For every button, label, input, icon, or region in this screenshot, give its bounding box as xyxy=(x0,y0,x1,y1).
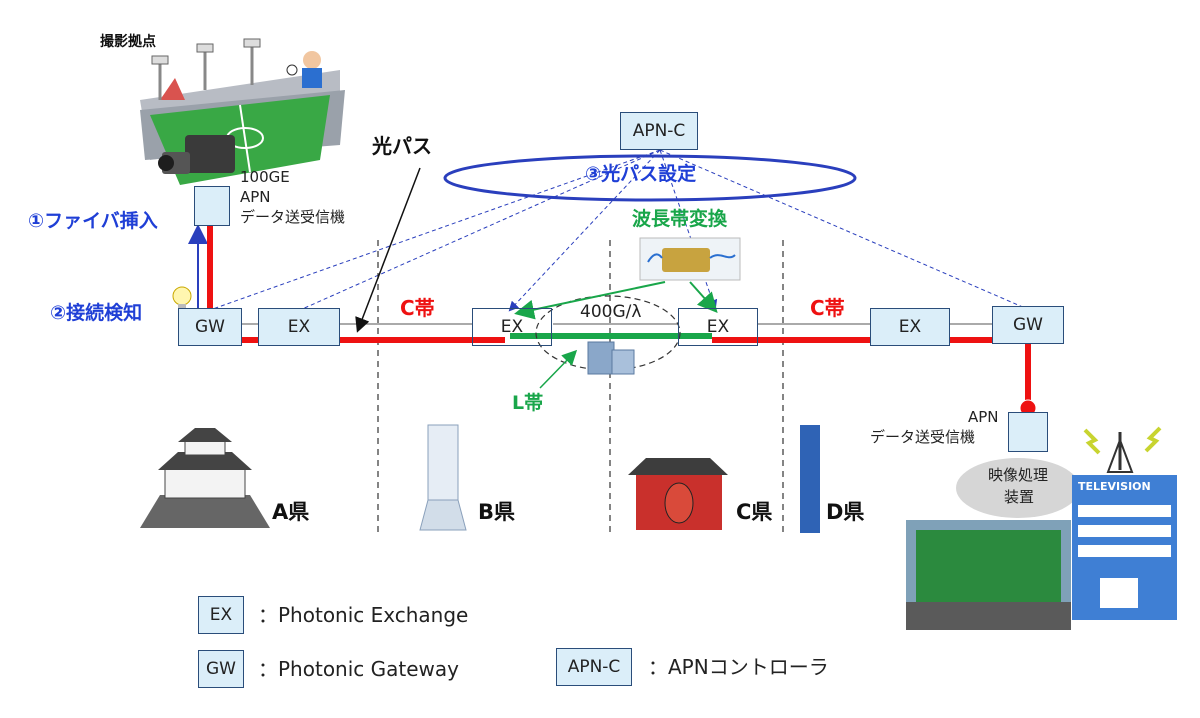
dest-label-1: APN xyxy=(968,408,999,426)
c-band-label-right: C帯 xyxy=(810,296,845,320)
apn-c-box: APN-C xyxy=(620,112,698,150)
optical-path-arrow xyxy=(355,167,421,333)
prefecture-b: B県 xyxy=(478,500,516,524)
legend-gw-box: GW xyxy=(198,650,244,688)
tall-building-icon xyxy=(800,425,820,533)
legend-ex-box: EX xyxy=(198,596,244,634)
source-label-3: データ送受信機 xyxy=(240,208,346,226)
control-dashed-lines xyxy=(209,149,1026,312)
source-label-2: APN xyxy=(240,188,271,206)
legend-gw-text: ：Photonic Gateway xyxy=(258,657,459,681)
prefecture-borders xyxy=(377,240,784,535)
wavelength-label: 400G/λ xyxy=(580,302,642,322)
fiber-insert-label: ①ファイバ挿入 xyxy=(28,210,158,232)
band-arrow-left xyxy=(514,281,666,320)
prefecture-a: A県 xyxy=(272,500,310,524)
video-processing-label-2: 装置 xyxy=(1004,488,1035,506)
c-band-label-left: C帯 xyxy=(400,296,435,320)
legend-ex-text: ：Photonic Exchange xyxy=(258,603,469,627)
ex-box-1: EX xyxy=(258,308,340,346)
dest-label-2: データ送受信機 xyxy=(870,428,976,446)
band-arrow-right xyxy=(689,281,718,313)
stadium-illustration xyxy=(140,38,345,185)
temple-gate-icon xyxy=(628,458,728,530)
source-label-1: 100GE xyxy=(240,168,290,186)
band-converter-device xyxy=(639,237,741,281)
lightbulb-icon xyxy=(172,286,192,310)
castle-icon xyxy=(140,428,270,528)
source-transceiver-box xyxy=(194,186,230,226)
office-building xyxy=(587,341,635,375)
lband-arrow xyxy=(539,349,578,389)
site-title: 撮影拠点 xyxy=(100,34,156,50)
legend-apn-c-box: APN-C xyxy=(556,648,632,686)
ex-box-2: EX xyxy=(472,308,552,346)
prefecture-c: C県 xyxy=(736,500,773,524)
red-path-right xyxy=(712,337,1031,408)
path-setup-ellipse xyxy=(443,154,857,202)
ex-box-3: EX xyxy=(678,308,758,346)
gw-box-right: GW xyxy=(992,306,1064,344)
video-processing-ellipse xyxy=(956,458,1080,518)
path-setup-label: ③光パス設定 xyxy=(585,163,697,185)
optical-path-label: 光パス xyxy=(372,134,432,158)
dest-transceiver-box xyxy=(1008,412,1048,452)
landmark-tower-icon xyxy=(419,424,467,531)
tv-station-icon xyxy=(1072,426,1177,620)
legend-apn-c-text: ：APNコントローラ xyxy=(648,655,829,679)
ex-box-4: EX xyxy=(870,308,950,346)
gw-box-left: GW xyxy=(178,308,242,346)
band-conversion-label: 波長帯変換 xyxy=(632,208,728,230)
video-processing-label-1: 映像処理 xyxy=(988,466,1049,484)
l-band-label: L帯 xyxy=(512,392,544,414)
control-room-illustration xyxy=(906,520,1071,630)
lband-ellipse xyxy=(535,295,681,371)
tv-sign: TELEVISION xyxy=(1078,480,1151,493)
prefecture-d: D県 xyxy=(826,500,865,524)
detect-label: ②接続検知 xyxy=(50,302,143,324)
